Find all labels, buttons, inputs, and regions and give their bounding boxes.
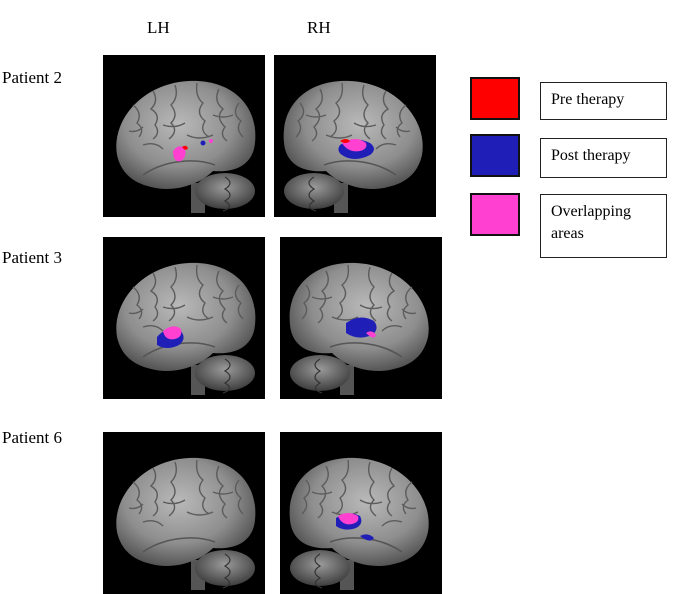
legend-label-post: Post therapy <box>540 138 667 178</box>
overlap-activation <box>163 326 182 340</box>
column-label-lh: LH <box>147 18 170 37</box>
column-label-rh: RH <box>307 18 331 37</box>
overlap-activation <box>173 146 186 162</box>
brain-panel-patient-3-rh <box>280 237 442 399</box>
overlap-activation <box>366 331 376 338</box>
overlap-activation <box>209 139 213 143</box>
legend-label-pre: Pre therapy <box>540 82 667 120</box>
post-activation <box>200 140 206 146</box>
legend-text-overlap: Overlapping areas <box>551 203 631 242</box>
row-label-patient-6: Patient 6 <box>2 428 62 447</box>
legend-text-post: Post therapy <box>551 147 631 164</box>
brain-panel-patient-2-lh <box>103 55 265 217</box>
legend-label-overlap: Overlapping areas <box>540 194 667 258</box>
row-label-patient-2: Patient 2 <box>2 68 62 87</box>
legend-text-pre: Pre therapy <box>551 91 625 108</box>
post-activation <box>360 534 374 541</box>
brain-panel-patient-6-lh <box>103 432 265 594</box>
legend-swatch-overlap <box>470 193 520 236</box>
row-label-patient-3: Patient 3 <box>2 248 62 267</box>
brain-panel-patient-2-rh <box>274 55 436 217</box>
brain-panel-patient-6-rh <box>280 432 442 594</box>
pre-activation <box>340 139 350 143</box>
legend-swatch-post <box>470 134 520 177</box>
legend-swatch-pre <box>470 77 520 120</box>
brain-panel-patient-3-lh <box>103 237 265 399</box>
overlap-activation <box>338 513 359 525</box>
pre-activation <box>182 145 188 150</box>
